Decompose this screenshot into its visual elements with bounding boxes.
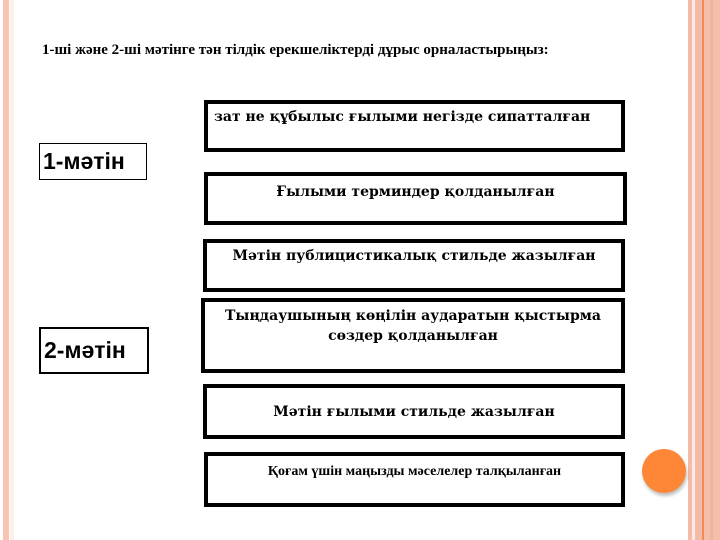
text-1-label[interactable]: 1-мәтін xyxy=(39,143,147,180)
option-text: Мәтін ғылыми стильде жазылған xyxy=(273,404,555,420)
option-text: Ғылыми терминдер қолданылған xyxy=(276,184,555,200)
option-text: Мәтін публицистикалық стильде жазылған xyxy=(232,248,596,264)
option-text: Тыңдаушының көңілін аударатын қыстырма с… xyxy=(225,308,601,344)
right-decorative-stripe xyxy=(688,0,692,540)
right-decorative-band xyxy=(710,0,713,540)
left-decorative-stripe xyxy=(3,0,9,540)
right-decorative-stripe xyxy=(695,0,702,540)
text-1-label-text: 1-мәтін xyxy=(43,148,125,174)
option-text: зат не құбылыс ғылыми негізде сипатталға… xyxy=(214,109,591,125)
right-decorative-gap xyxy=(692,0,695,540)
left-decorative-stripe-faint xyxy=(10,0,14,540)
orange-circle-decoration xyxy=(642,449,686,493)
option-box-scientific-terms[interactable]: Ғылыми терминдер қолданылған xyxy=(204,172,627,225)
right-decorative-orange-line xyxy=(702,0,704,540)
text-2-label[interactable]: 2-мәтін xyxy=(39,327,149,374)
option-text: Қоғам үшін маңызды мәселелер талқыланған xyxy=(267,464,562,479)
option-box-parenthetical-words[interactable]: Тыңдаушының көңілін аударатын қыстырма с… xyxy=(201,298,625,373)
slide-heading: 1-ші және 2-ші мәтінге тән тілдік ерекше… xyxy=(42,42,549,58)
option-box-scientific-description[interactable]: зат не құбылыс ғылыми негізде сипатталға… xyxy=(204,100,625,152)
option-box-social-issues[interactable]: Қоғам үшін маңызды мәселелер талқыланған xyxy=(204,452,625,507)
option-box-scientific-style[interactable]: Мәтін ғылыми стильде жазылған xyxy=(203,384,625,439)
text-2-label-text: 2-мәтін xyxy=(44,337,126,363)
option-box-publicistic-style[interactable]: Мәтін публицистикалық стильде жазылған xyxy=(203,239,625,292)
